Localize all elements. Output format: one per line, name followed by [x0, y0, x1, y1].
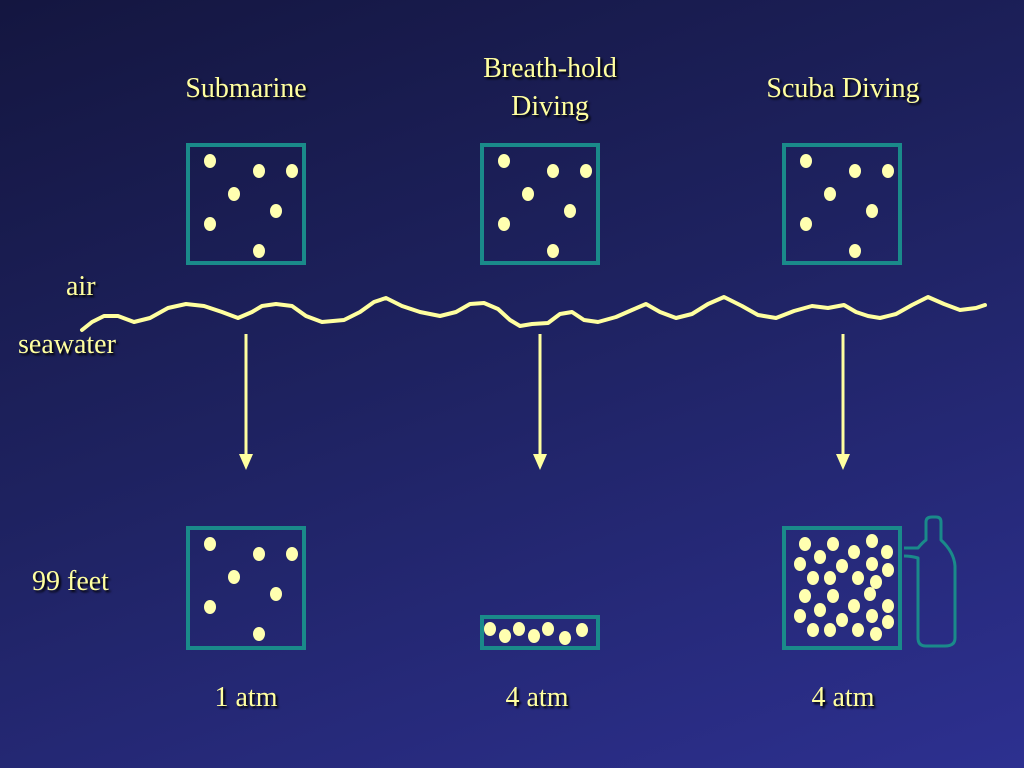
gas-particle — [498, 154, 510, 168]
gas-particle — [564, 204, 576, 218]
gas-particle — [866, 609, 878, 623]
gas-particle — [866, 534, 878, 548]
gas-particle — [559, 631, 571, 645]
gas-particle — [881, 545, 893, 559]
gas-particle — [204, 217, 216, 231]
gas-particle — [848, 545, 860, 559]
gas-particle — [799, 589, 811, 603]
gas-particle — [807, 571, 819, 585]
water-surface-line — [80, 295, 987, 332]
gas-particle — [794, 557, 806, 571]
gas-particle — [547, 164, 559, 178]
gas-particle — [824, 187, 836, 201]
gas-particle — [800, 154, 812, 168]
gas-particle — [794, 609, 806, 623]
gas-particle — [286, 547, 298, 561]
gas-particle — [542, 622, 554, 636]
label-seawater: seawater — [18, 329, 116, 360]
gas-particle — [848, 599, 860, 613]
gas-particle — [204, 537, 216, 551]
gas-particle — [522, 187, 534, 201]
gas-particle — [807, 623, 819, 637]
gas-particle — [870, 627, 882, 641]
gas-particle — [270, 587, 282, 601]
gas-particle — [499, 629, 511, 643]
gas-particle — [513, 622, 525, 636]
gas-particle — [852, 623, 864, 637]
gas-particle — [547, 244, 559, 258]
gas-particle — [824, 571, 836, 585]
gas-particle — [836, 559, 848, 573]
gas-particle — [824, 623, 836, 637]
pressure-submarine: 1 atm — [214, 682, 278, 713]
label-depth: 99 feet — [32, 566, 109, 597]
pressure-scuba: 4 atm — [811, 682, 875, 713]
gas-particle — [836, 613, 848, 627]
gas-particle — [864, 587, 876, 601]
gas-particle — [814, 550, 826, 564]
gas-particle — [882, 164, 894, 178]
gas-particle — [827, 537, 839, 551]
gas-particle — [882, 599, 894, 613]
gas-particle — [580, 164, 592, 178]
gas-particle — [270, 204, 282, 218]
gas-particle — [528, 629, 540, 643]
gas-particle — [827, 589, 839, 603]
gas-box-surface-1 — [186, 143, 306, 265]
gas-particle — [799, 537, 811, 551]
title-submarine: Submarine — [185, 73, 307, 104]
gas-particle — [849, 164, 861, 178]
gas-particle — [849, 244, 861, 258]
pressure-breath-hold: 4 atm — [505, 682, 569, 713]
gas-particle — [852, 571, 864, 585]
gas-particle — [882, 615, 894, 629]
gas-particle — [204, 154, 216, 168]
gas-box-breath-hold-depth — [480, 615, 600, 650]
title-breath-hold: Breath-hold Diving — [483, 53, 617, 122]
scuba-tank — [903, 515, 957, 648]
gas-particle — [800, 217, 812, 231]
gas-particle — [814, 603, 826, 617]
gas-particle — [253, 244, 265, 258]
gas-particle — [204, 600, 216, 614]
gas-particle — [870, 575, 882, 589]
gas-box-surface-2 — [480, 143, 600, 265]
descent-arrow-head — [836, 454, 850, 470]
gas-particle — [866, 557, 878, 571]
gas-box-submarine-depth — [186, 526, 306, 650]
gas-particle — [253, 547, 265, 561]
gas-particle — [253, 627, 265, 641]
gas-particle — [866, 204, 878, 218]
gas-box-surface-3 — [782, 143, 902, 265]
gas-particle — [228, 570, 240, 584]
descent-arrow-head — [533, 454, 547, 470]
descent-arrow-head — [239, 454, 253, 470]
title-scuba: Scuba Diving — [766, 73, 920, 104]
label-air: air — [66, 271, 96, 302]
gas-particle — [882, 563, 894, 577]
gas-particle — [576, 623, 588, 637]
gas-particle — [498, 217, 510, 231]
gas-particle — [228, 187, 240, 201]
gas-particle — [484, 622, 496, 636]
gas-particle — [253, 164, 265, 178]
gas-box-scuba-depth — [782, 526, 902, 650]
gas-particle — [286, 164, 298, 178]
